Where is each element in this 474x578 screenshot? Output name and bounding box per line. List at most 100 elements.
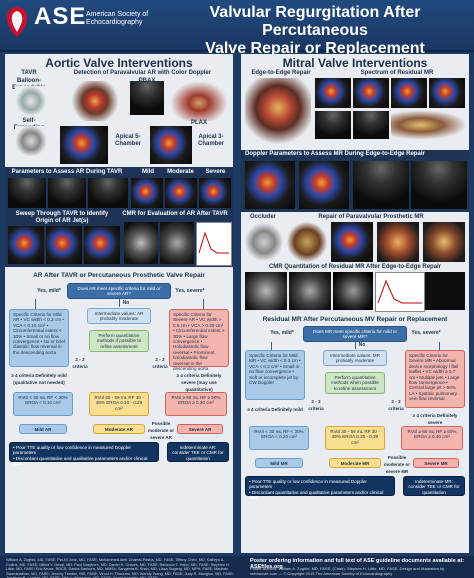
mr-flow-curve-graph (377, 279, 422, 304)
poster-footer: William A. Zoghbi, MD, FASE; Pei-Ni Jone… (0, 556, 474, 578)
mr-possible-label: Possible moderate or severe MR (383, 455, 410, 474)
heart-logo-icon (6, 7, 28, 37)
spectrum-echo-3 (391, 78, 427, 108)
paravalvular-3d-1 (377, 222, 419, 262)
mr-perform-quant-box: Perform quantitative methods when possib… (325, 372, 385, 394)
logo-subtitle: American Society of Echocardiography (86, 11, 149, 26)
mr-quant-mild-box: RVol < 30 mL RF < 30% EROA < 0.20 cm² (249, 426, 309, 450)
spectrum-echo-2 (353, 78, 389, 108)
apical3-label: Apical 3-Chamber (197, 134, 224, 147)
doppler-cw-2 (411, 161, 467, 209)
doppler-cw-1 (353, 161, 409, 209)
mr-quant-moderate-box: RVol 30 - 59 mL RF 30 - 49% EROA 0.20 - … (325, 426, 385, 450)
mr-quant-severe-box: RVol ≥ 60 mL RF ≥ 50% EROA ≥ 0.40 cm² (401, 426, 463, 450)
title-line-2: Valve Repair or Replacement (205, 40, 425, 57)
plax-label: PLAX (190, 120, 207, 126)
arrow-mild (35, 299, 36, 309)
spectrum-echo-1 (315, 78, 351, 108)
mr-indeterminate-box: Indeterminate MR: consider TEE or CMR fo… (403, 476, 465, 496)
param-echo-3 (88, 178, 128, 208)
plax-heart-illustration (170, 81, 228, 121)
bullet-poor-tte: • Poor TTE quality or low confidence in … (13, 445, 131, 456)
paravalvular-echo-1 (331, 222, 373, 262)
detection-label: Detection of Paravalvular AR with Color … (73, 70, 212, 76)
severe-criteria-box: Specific Criteria for Severe AR • VC wid… (169, 309, 229, 371)
yes-severe-label: Yes, severe* (175, 288, 205, 294)
no-label: No (122, 300, 130, 306)
mr-crit2-left-label: 2 - 3 criteria (308, 399, 324, 411)
logo-title: ASE (34, 3, 87, 30)
sweep-echo-3 (84, 226, 120, 264)
cmr-mr-values-panel (425, 272, 465, 310)
spectrum-echo-6 (353, 111, 389, 139)
severe-label: Severe (205, 169, 226, 175)
mr-flow-title: Residual MR After Percutaneous MV Repair… (262, 316, 448, 323)
quant-severe-box: RVol ≥ 60 mL RF ≥ 50% EROA ≥ 0.30 cm² (165, 392, 227, 416)
doppler-echo-1 (245, 161, 295, 209)
mr-arrow-severe (439, 342, 440, 350)
mr-severe-criteria-box: Specific Criteria for Severe MR • Abnorm… (405, 350, 465, 408)
severe-ar-outcome: Severe AR (177, 424, 223, 434)
param-echo-2 (48, 178, 86, 208)
mitral-clip-illustration (245, 78, 311, 144)
paravalvular-illustration (287, 222, 327, 262)
quant-moderate-box: RVol 30 - 59 mL RF 30 - 49% EROA 0.10 - … (89, 392, 149, 416)
mild-ar-outcome: Mild AR (19, 424, 67, 434)
apical3-echo-image (150, 126, 192, 164)
params-label: Parameters to Assess AR During TAVR (11, 169, 123, 175)
moderate-label: Moderate (167, 169, 194, 175)
mild-echo (131, 178, 163, 208)
mitral-panel-title: Mitral Valve Interventions (282, 56, 428, 70)
mr-bullet-poor-tte: • Poor TTE quality or low confidence in … (249, 479, 367, 490)
mitral-panel: Mitral Valve Interventions Edge-to-Edge … (241, 54, 469, 553)
mr-yes-severe-label: Yes, severe* (411, 330, 441, 336)
mr-arrow-no (355, 342, 356, 349)
ordering-info: Poster ordering information and full tex… (250, 558, 465, 570)
occluder-label: Occluder (249, 214, 276, 220)
bullet-discordant: • Discordant quantitative and qualitativ… (13, 455, 148, 467)
cmr-label: CMR for Evaluation of AR After TAVR (122, 211, 228, 217)
sweep-echo-1 (8, 226, 44, 264)
aortic-panel-title: Aortic Valve Interventions (45, 56, 193, 70)
discordant-box: • Poor TTE quality or low confidence in … (9, 442, 159, 466)
cmr-flow-curve (196, 222, 232, 266)
severe-mr-outcome: Severe MR (413, 458, 459, 468)
mr-yes-mild-label: Yes, mild* (270, 330, 294, 336)
severe-echo (199, 178, 231, 208)
occluder-device-image (245, 222, 283, 262)
possible-label: Possible moderate or severe AR (147, 421, 174, 440)
mr-crit2-right-label: 2 - 3 criteria (388, 399, 404, 411)
mild-mr-outcome: Mild MR (255, 458, 303, 468)
yes-mild-label: Yes, mild* (37, 288, 61, 294)
mild-label: Mild (142, 169, 154, 175)
poster-credits: Poster Authors: William A. Zoghbi, MD, F… (250, 566, 445, 576)
mr-intermediate-box: Intermediate values: MR probably moderat… (323, 350, 387, 366)
cmr-image-1 (124, 222, 158, 264)
poster-header: ASE American Society of Echocardiography… (0, 0, 474, 57)
crit2-left-label: 2 - 3 criteria (72, 357, 88, 369)
ase-logo: ASE American Society of Echocardiography (4, 3, 154, 45)
title-line-1: Valvular Regurgitation After Percutaneou… (209, 4, 421, 39)
paravalvular-label: Repair of Paravalvular Prosthetic MR (318, 214, 424, 220)
author-list: William A. Zoghbi, MD, FASE; Pei-Ni Jone… (6, 558, 234, 578)
doppler-echo-2 (299, 161, 349, 209)
cmr-image-2 (160, 222, 194, 264)
crit-severe-label: ≥ 4 criteria Definitely severe (may use … (176, 373, 222, 392)
spectrum-label: Spectrum of Residual MR (360, 70, 434, 76)
doppler-label: Doppler Parameters to Assess MR During E… (245, 151, 425, 157)
perform-quant-box: Perform quantitative methods if possible… (89, 330, 149, 352)
balloon-valve-image (15, 86, 47, 116)
flow-curve-graph (198, 231, 229, 254)
poster-title: Valvular Regurgitation After Percutaneou… (160, 4, 470, 58)
moderate-echo (165, 178, 197, 208)
ar-question-box: Does AR meet specific criteria for mild … (67, 283, 171, 299)
tavr-label: TAVR (21, 70, 37, 76)
mr-bullet-discordant: • Discordant quantitative and qualitativ… (249, 489, 384, 501)
spectrum-echo-5 (315, 111, 351, 139)
mr-crit-mild-label: ≥ 4 criteria Definitely mild (247, 407, 303, 412)
arrow-no (119, 299, 120, 307)
cmr-mr-image-1 (245, 272, 287, 310)
pbax-label: PBAX (138, 78, 156, 84)
sweep-echo-2 (46, 226, 82, 264)
moderate-mr-outcome: Moderate MR (329, 458, 381, 468)
